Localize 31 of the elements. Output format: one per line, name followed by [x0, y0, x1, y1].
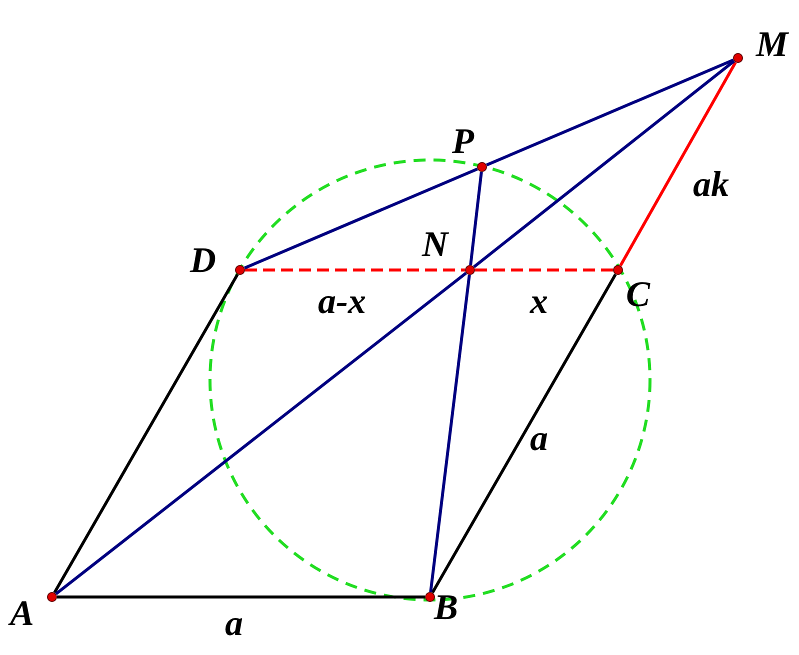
line-segment — [53, 274, 239, 594]
point-label: P — [452, 123, 474, 159]
line-segment — [475, 268, 613, 272]
line-segment — [472, 60, 736, 268]
point-dot — [235, 265, 245, 275]
point-label: M — [756, 26, 788, 62]
point-label: B — [434, 589, 458, 625]
point-dot — [733, 53, 743, 63]
line-segment — [57, 596, 425, 598]
line-segment — [245, 268, 465, 272]
line-segment — [431, 274, 617, 594]
line-segment — [486, 58, 734, 166]
line-segment — [55, 272, 467, 596]
point-dot — [465, 265, 475, 275]
point-dot — [613, 265, 623, 275]
point-dot — [477, 162, 487, 172]
edge-label: a — [530, 420, 548, 456]
edge-label: x — [530, 283, 548, 319]
line-segment — [429, 274, 471, 592]
point-label: C — [626, 276, 650, 312]
point-dot — [47, 592, 57, 602]
line-segment — [244, 168, 478, 270]
edge-label: a-x — [318, 283, 366, 319]
line-segment — [469, 172, 483, 266]
edge-label: a — [225, 605, 243, 641]
edge-label: ak — [693, 166, 729, 202]
point-label: D — [190, 242, 216, 278]
point-label: N — [422, 226, 448, 262]
point-label: A — [10, 595, 34, 631]
line-segment — [619, 62, 737, 266]
point-dot — [425, 592, 435, 602]
